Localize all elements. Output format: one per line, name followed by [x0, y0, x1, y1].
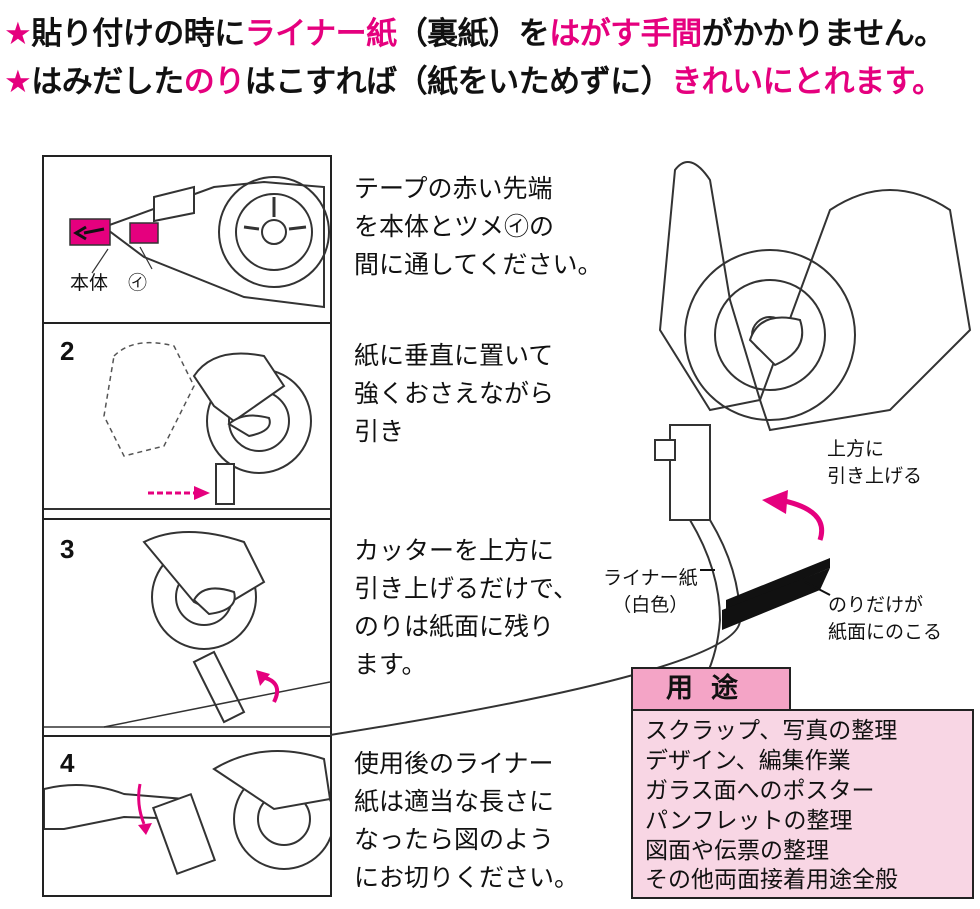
headline-text: はみだした — [31, 64, 184, 100]
step-divider — [42, 518, 332, 520]
step-3-text: カッターを上方に 引き上げるだけで、 のりは紙面に残り ます。 — [354, 536, 579, 679]
steps-frame — [42, 155, 332, 897]
star-icon: ★ — [4, 16, 32, 52]
usage-item: 図面や伝票の整理 — [645, 838, 829, 864]
star-icon: ★ — [4, 64, 32, 100]
headline-highlight: きれいにとれます。 — [671, 64, 943, 100]
step-1-text: テープの赤い先端 を本体とツメ㋑の 間に通してください。 — [354, 174, 603, 279]
headline-text: （裏紙）を — [396, 16, 550, 52]
usage-box — [631, 709, 974, 899]
step-number: 3 — [60, 534, 75, 564]
step-2-illustration — [44, 341, 330, 510]
step-divider — [42, 322, 332, 324]
step-4-illustration — [44, 750, 330, 876]
liner-label: ライナー紙 （白色） — [603, 567, 698, 616]
step-divider — [42, 735, 332, 737]
headline-highlight: はがす手間 — [549, 16, 702, 52]
usage-item: ガラス面へのポスター — [645, 778, 875, 804]
headline-highlight: ライナー紙 — [244, 16, 397, 52]
step-2-text: 紙に垂直に置いて 強くおさえながら 引き — [354, 341, 555, 446]
headline-highlight: のり — [183, 64, 246, 100]
main-illustration — [330, 161, 972, 736]
step-4-text: 使用後のライナー 紙は適当な長さに なったら図のよう にお切りください。 — [354, 749, 580, 892]
usage-item: スクラップ、写真の整理 — [645, 718, 898, 744]
headline-text: はこすれば（紙をいためずに） — [244, 64, 672, 100]
step-number: 2 — [60, 336, 75, 366]
body-label: 本体 — [70, 272, 109, 294]
claw-label: ㋑ — [128, 272, 148, 294]
headline-text: がかかりません。 — [701, 16, 946, 52]
headline-line-1: ★貼り付けの時にライナー紙（裏紙）をはがす手間がかかりません。 — [4, 14, 945, 54]
usage-item: パンフレットの整理 — [645, 808, 853, 834]
step-1-illustration — [69, 176, 330, 309]
step-number: 4 — [60, 748, 75, 778]
headline-line-2: ★はみだしたのりはこすれば（紙をいためずに）きれいにとれます。 — [4, 62, 943, 102]
step-3-illustration — [44, 531, 330, 728]
glue-label: のりだけが 紙面にのこる — [828, 594, 943, 643]
usage-title: 用途 — [631, 667, 791, 711]
usage-item: デザイン、編集作業 — [645, 748, 851, 774]
headline-text: 貼り付けの時に — [31, 16, 245, 52]
usage-item: その他両面接着用途全般 — [645, 867, 898, 893]
lift-label: 上方に 引き上げる — [827, 438, 923, 487]
